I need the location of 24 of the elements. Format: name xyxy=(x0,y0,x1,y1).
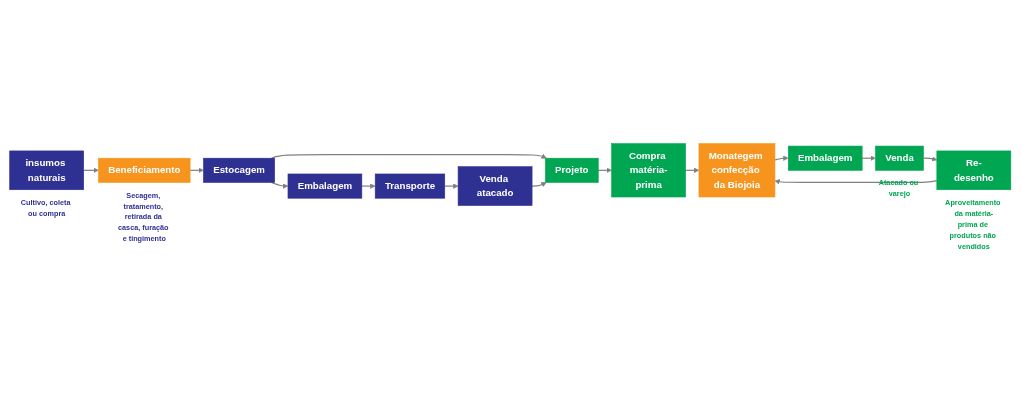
node-box: Monategem confecção da Biojoia xyxy=(698,143,776,198)
arrow xyxy=(922,156,938,162)
arrow xyxy=(774,179,938,185)
arrow xyxy=(361,183,376,189)
node-box: Embalagem xyxy=(788,145,863,171)
node-box: Re-desenho xyxy=(936,150,1012,190)
arrow xyxy=(597,167,612,173)
node-box: Compra matéria-prima xyxy=(611,143,686,198)
arrow xyxy=(861,155,876,161)
node-box: insumos naturais xyxy=(9,150,84,190)
node-box: Beneficiamento xyxy=(98,157,191,183)
arrow xyxy=(531,182,547,187)
node-box: Venda xyxy=(875,145,924,171)
arrow xyxy=(685,167,700,173)
node-box: Transporte xyxy=(374,173,446,199)
node-box: Venda atacado xyxy=(457,166,533,206)
arrow xyxy=(270,153,547,159)
arrow xyxy=(444,183,459,189)
node-box: Projeto xyxy=(545,157,599,183)
node-box: Embalagem xyxy=(287,173,363,199)
node-box: Estocagem xyxy=(203,157,275,183)
arrow xyxy=(189,167,204,173)
arrow xyxy=(83,167,99,173)
arrow xyxy=(774,155,789,161)
